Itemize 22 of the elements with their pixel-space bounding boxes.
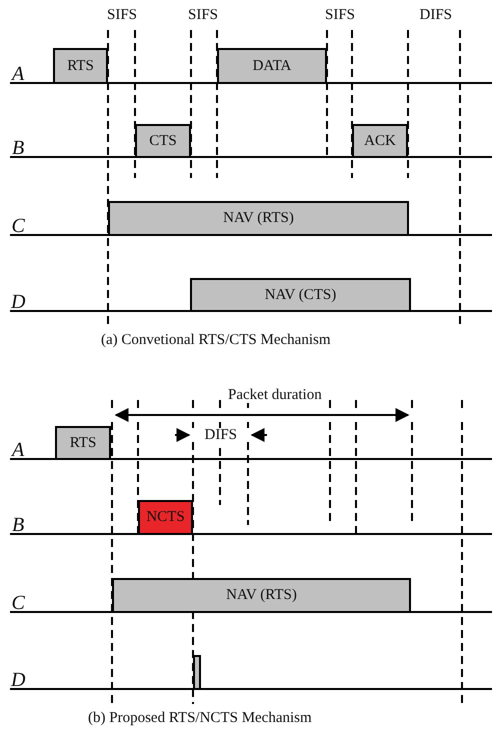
signal-name: D: [11, 670, 26, 690]
frame-box: NCTS: [138, 500, 193, 535]
figure-caption: (b) Proposed RTS/NCTS Mechanism: [88, 711, 312, 726]
signal-name: B: [12, 138, 24, 158]
frame-box: CTS: [135, 124, 191, 158]
nav-bar: NAV (RTS): [108, 201, 409, 236]
dimension-label: DIFS: [204, 428, 238, 443]
signal-name: C: [12, 593, 25, 613]
frame-box: DATA: [217, 48, 327, 84]
figure-caption: (a) Convetional RTS/CTS Mechanism: [101, 333, 330, 348]
nav-bar: NAV (RTS): [112, 578, 411, 613]
signal-bar: [193, 655, 201, 690]
dimension-label: Packet duration: [228, 388, 322, 403]
signal-name: B: [12, 515, 24, 535]
nav-bar: NAV (CTS): [190, 278, 411, 312]
frame-box: RTS: [53, 48, 108, 84]
signal-name: A: [12, 440, 24, 460]
signal-name: C: [12, 216, 25, 236]
frame-box: RTS: [55, 426, 111, 460]
signal-name: D: [11, 292, 26, 312]
frame-box: ACK: [352, 124, 408, 158]
signal-name: A: [12, 64, 24, 84]
